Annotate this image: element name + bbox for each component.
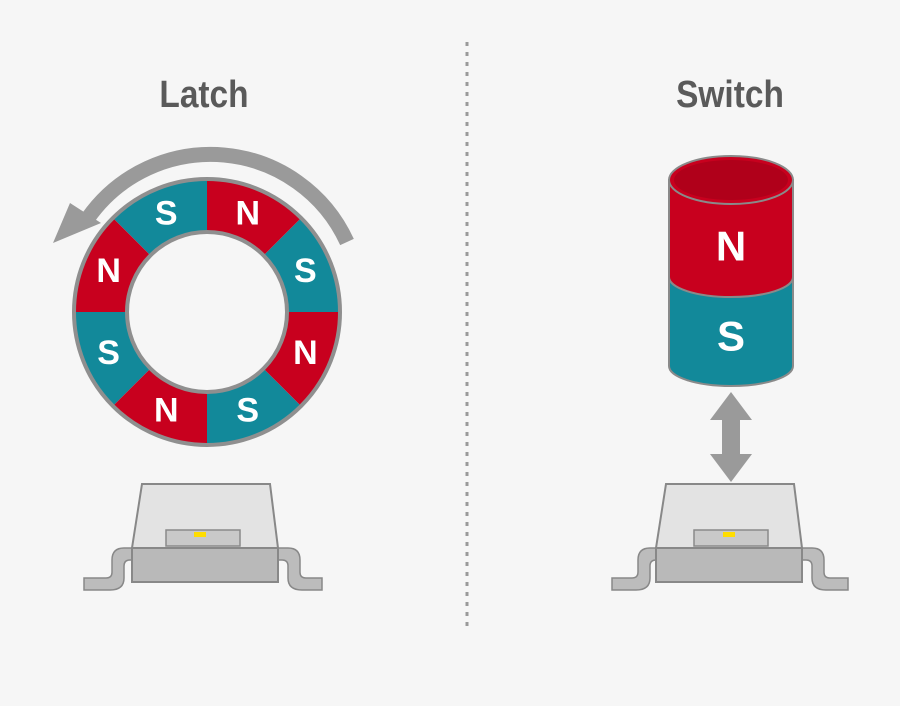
north-pole-label: N xyxy=(716,223,746,270)
sensor-element xyxy=(723,532,735,537)
cylinder-magnet: N S xyxy=(668,155,794,387)
counterclockwise-arrow-icon xyxy=(53,146,354,246)
hall-sensor-package-right xyxy=(611,483,849,591)
sensor-element xyxy=(194,532,206,537)
south-pole-segment xyxy=(74,312,151,407)
south-pole-segment xyxy=(207,368,302,445)
north-pole-segment xyxy=(207,179,302,256)
north-pole-label: N xyxy=(154,391,179,429)
lead-right xyxy=(277,547,323,591)
lead-left xyxy=(83,547,135,591)
sensor-die xyxy=(693,529,769,547)
package-body xyxy=(655,547,803,583)
south-pole-label: S xyxy=(236,391,259,429)
north-pole-segment xyxy=(263,312,340,407)
ring-outer-edge xyxy=(72,177,342,447)
lead-right xyxy=(801,547,849,591)
lead-left xyxy=(611,547,661,591)
hall-sensor-package-left xyxy=(83,483,323,591)
north-pole-label: N xyxy=(293,334,318,372)
switch-title: Switch xyxy=(676,74,784,116)
latch-title: Latch xyxy=(159,74,249,116)
north-pole-label: N xyxy=(96,252,121,290)
south-pole-label: S xyxy=(294,252,317,290)
double-headed-vertical-arrow-icon xyxy=(710,392,752,482)
south-pole-label: S xyxy=(97,334,120,372)
south-pole-segment xyxy=(263,217,340,312)
sensor-die xyxy=(165,529,241,547)
north-pole-label: N xyxy=(235,195,260,233)
magnet-top-face-inner xyxy=(674,160,788,200)
package-body xyxy=(131,547,279,583)
south-pole-segment xyxy=(668,276,794,387)
south-pole-label: S xyxy=(717,313,745,360)
north-pole-segment xyxy=(74,217,151,312)
north-pole-segment xyxy=(112,368,207,445)
south-pole-label: S xyxy=(155,195,178,233)
north-pole-segment xyxy=(668,179,794,298)
south-pole-segment xyxy=(112,179,207,256)
ring-magnet xyxy=(72,177,342,447)
ring-inner-hole xyxy=(125,230,289,394)
